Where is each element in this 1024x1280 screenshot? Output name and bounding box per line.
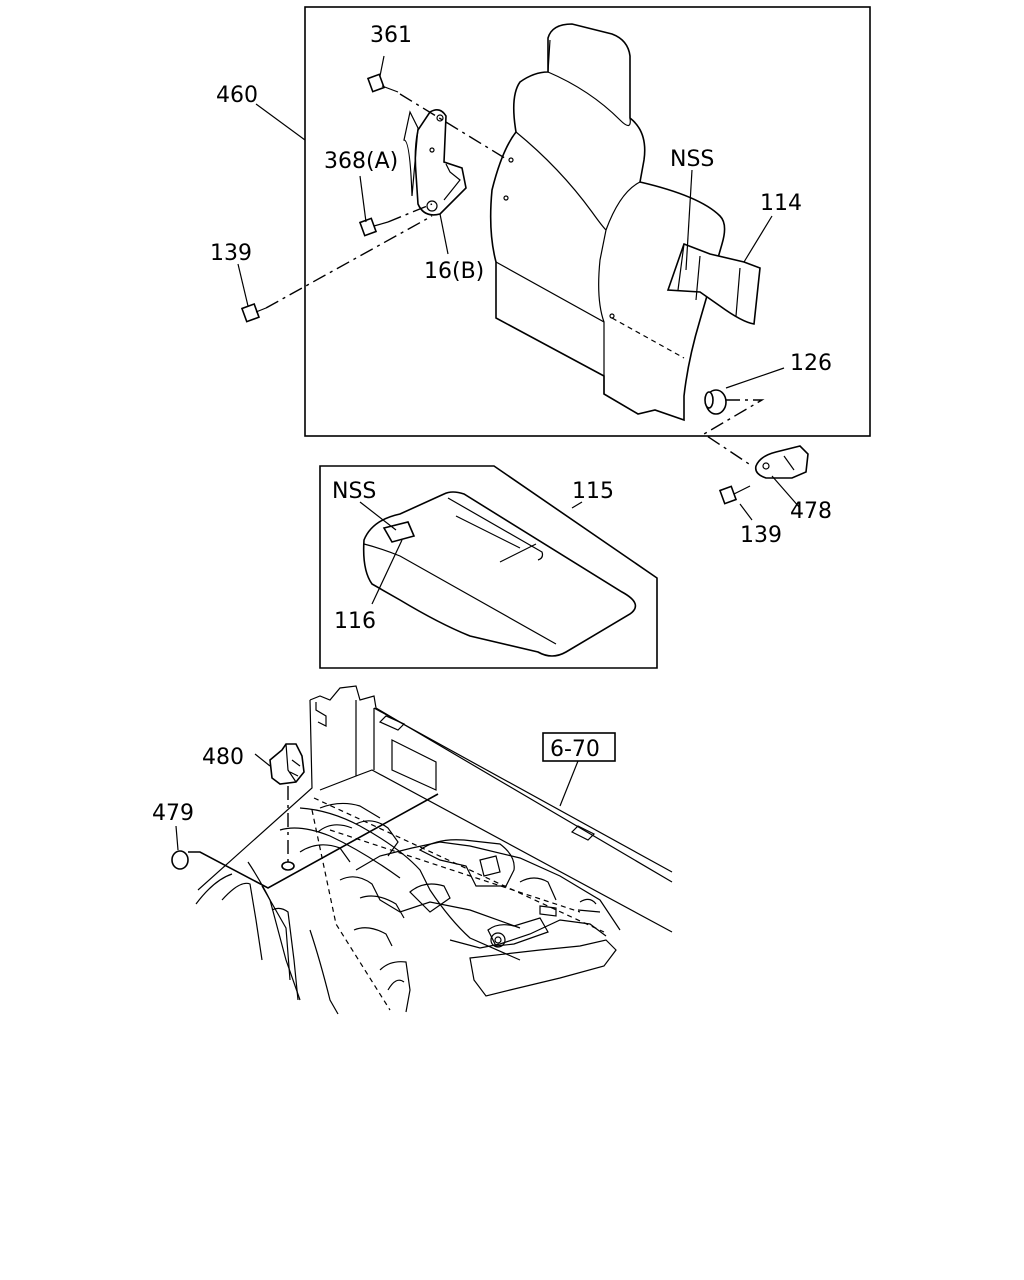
- clip-480: [269, 743, 305, 785]
- floor-group: [171, 685, 673, 1015]
- callout-16b: 16(B): [424, 259, 484, 284]
- callout-115: 115: [572, 479, 614, 504]
- seat-cushion-115: [362, 491, 637, 657]
- callout-368a: 368(A): [324, 149, 398, 174]
- callout-nss-seat-back: NSS: [670, 147, 714, 172]
- bolt-139-lower: [718, 485, 753, 521]
- callout-139-upper: 139: [210, 241, 252, 266]
- callout-478: 478: [790, 499, 832, 524]
- callout-361: 361: [370, 23, 412, 48]
- grommet-126: [704, 389, 727, 415]
- callout-480: 480: [202, 745, 244, 770]
- callout-460: 460: [216, 83, 258, 108]
- seat-back-frame-box: [304, 6, 871, 437]
- leader-lines-lower: [175, 753, 271, 851]
- callout-6-70[interactable]: 6-70: [550, 737, 600, 762]
- reference-box-6-70: [542, 732, 616, 807]
- callout-114: 114: [760, 191, 802, 216]
- seat-pocket-114: [666, 242, 761, 325]
- hinge-bracket-16b: [403, 108, 467, 216]
- callout-126: 126: [790, 351, 832, 376]
- bolt-139-upper: [240, 303, 267, 323]
- callout-116: 116: [334, 609, 376, 634]
- leader-lines-upper: [237, 55, 785, 389]
- callout-479: 479: [152, 801, 194, 826]
- seat-cushion-group: [319, 465, 658, 669]
- seat-back-group: [240, 6, 871, 467]
- seat-back-cushion: [489, 23, 726, 422]
- bolt-361: [366, 73, 399, 93]
- bolt-368a: [358, 217, 389, 237]
- callout-labels: 361 460 368(A) 139 16(B) NSS 114 126 478…: [152, 23, 832, 826]
- callout-139-lower: 139: [740, 523, 782, 548]
- plug-479: [171, 850, 189, 870]
- bracket-478: [754, 445, 809, 509]
- callout-nss-cushion: NSS: [332, 479, 376, 504]
